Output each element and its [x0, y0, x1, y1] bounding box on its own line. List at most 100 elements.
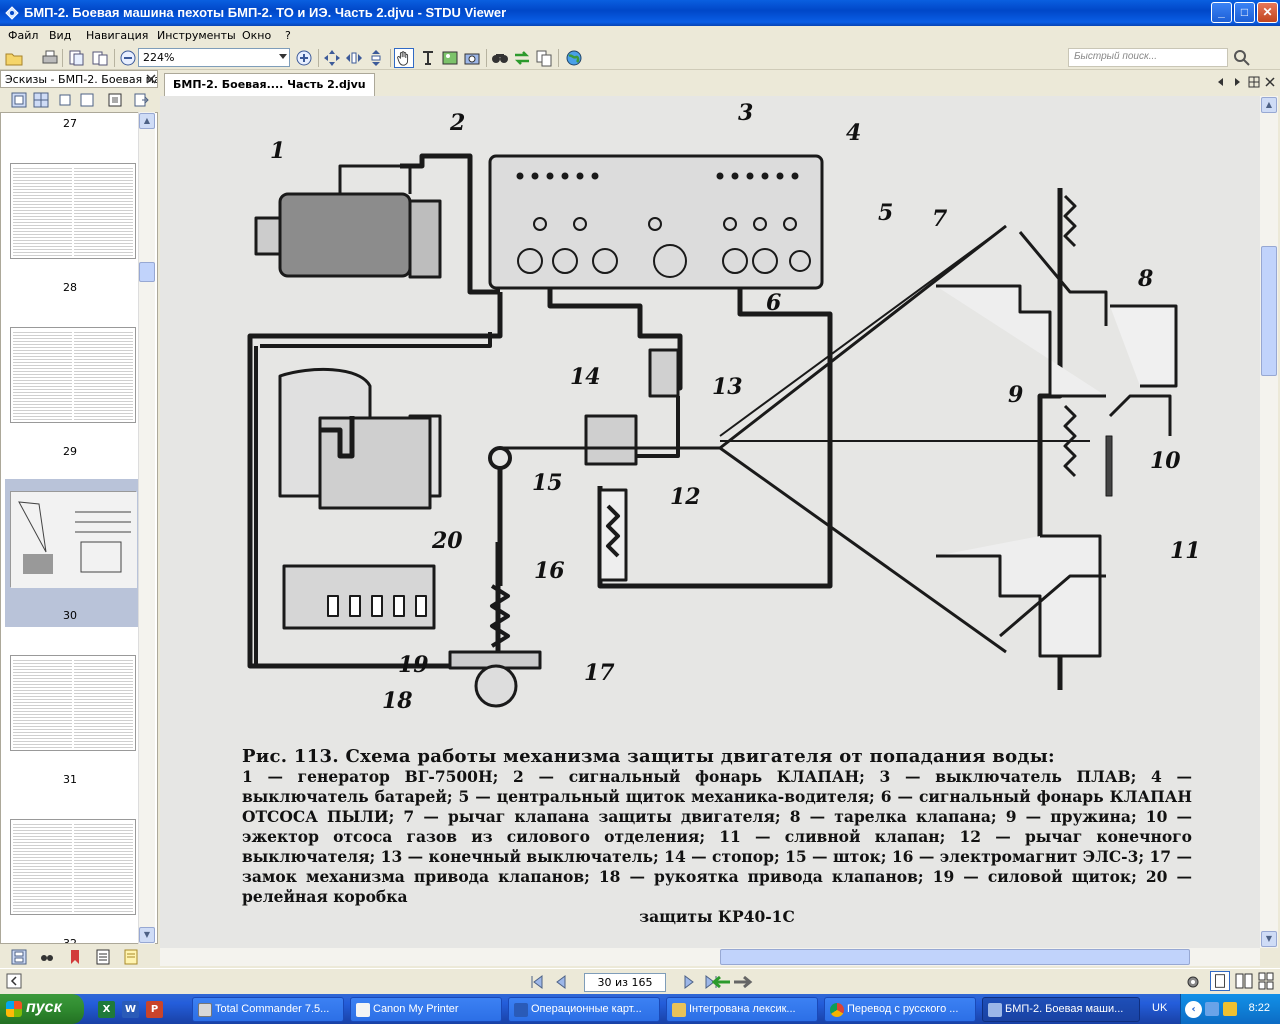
- total-commander-icon: [198, 1003, 212, 1017]
- scroll-thumb[interactable]: [1261, 246, 1277, 376]
- zoom-out-icon[interactable]: [118, 48, 138, 68]
- snapshot-icon[interactable]: [462, 48, 482, 68]
- fit-page-icon[interactable]: [322, 48, 342, 68]
- printer-icon: [356, 1003, 370, 1017]
- menu-tools[interactable]: Инструменты: [157, 29, 236, 42]
- settings-gear-icon[interactable]: [1184, 973, 1202, 991]
- back-icon[interactable]: [710, 973, 732, 991]
- task-lexicon-app[interactable]: Інтегрована лексик...: [666, 997, 818, 1022]
- tab-list-icon[interactable]: [1248, 76, 1260, 88]
- thumb-page-number: 32: [63, 937, 77, 944]
- tab-close-icon[interactable]: [1264, 76, 1276, 88]
- document-hscrollbar[interactable]: [160, 948, 1260, 966]
- minimize-button[interactable]: _: [1211, 2, 1232, 23]
- open-folder-icon[interactable]: [4, 48, 24, 68]
- scroll-down-icon[interactable]: ▼: [139, 927, 155, 943]
- thumbnail-scrollbar[interactable]: ▲ ▼: [138, 112, 155, 944]
- prev-page-icon[interactable]: [552, 973, 570, 991]
- zoom-combobox[interactable]: 224%: [138, 48, 290, 67]
- grid-thumb-icon[interactable]: [32, 91, 50, 109]
- close-button[interactable]: ✕: [1257, 2, 1278, 23]
- quick-search-input[interactable]: Быстрый поиск...: [1068, 48, 1228, 67]
- powerpoint-quicklaunch-icon[interactable]: P: [146, 1001, 163, 1018]
- language-indicator[interactable]: UK: [1152, 1002, 1168, 1014]
- page-layout-icon[interactable]: [66, 48, 86, 68]
- zoom-in-icon[interactable]: [294, 48, 314, 68]
- page-thumbnail[interactable]: [10, 819, 136, 915]
- find-icon[interactable]: [490, 48, 510, 68]
- menu-help[interactable]: ?: [285, 29, 291, 42]
- page-thumbnail[interactable]: [10, 163, 136, 259]
- start-button[interactable]: пуск: [0, 994, 84, 1024]
- figure-label-8: 8: [1137, 266, 1153, 292]
- close-sidebar-icon[interactable]: [145, 73, 157, 85]
- task-stdu-viewer[interactable]: БМП-2. Боевая маши...: [982, 997, 1140, 1022]
- text-select-icon[interactable]: [418, 48, 438, 68]
- copy-page-icon[interactable]: [90, 48, 110, 68]
- tab-prev-icon[interactable]: [1216, 77, 1226, 87]
- toggle-sidebar-icon[interactable]: [6, 973, 22, 989]
- scroll-thumb[interactable]: [139, 262, 155, 282]
- menu-file[interactable]: Файл: [8, 29, 39, 42]
- document-view[interactable]: 1 2 3 4 5 6 7 8 9 10 11 12 13 14 15 16 1…: [160, 96, 1260, 948]
- tab-next-icon[interactable]: [1232, 77, 1242, 87]
- scroll-up-icon[interactable]: ▲: [139, 113, 155, 129]
- word-quicklaunch-icon[interactable]: W: [122, 1001, 139, 1018]
- page-thumbnail[interactable]: [10, 655, 136, 751]
- two-page-view-icon[interactable]: [1234, 971, 1254, 991]
- page-thumbnail[interactable]: [10, 327, 136, 423]
- continuous-view-icon[interactable]: [1256, 971, 1276, 991]
- bookmarks-panel-icon[interactable]: [66, 948, 84, 966]
- tray-arrow-icon[interactable]: ‹: [1185, 1001, 1202, 1018]
- large-page-icon[interactable]: [78, 91, 96, 109]
- menu-window[interactable]: Окно: [242, 29, 272, 42]
- single-page-view-icon[interactable]: [1210, 971, 1230, 991]
- fit-width-icon[interactable]: [344, 48, 364, 68]
- contents-panel-icon[interactable]: [94, 948, 112, 966]
- caption-last-line: защиты КР40-1С: [639, 907, 795, 926]
- search-panel-icon[interactable]: [38, 948, 56, 966]
- notes-panel-icon[interactable]: [122, 948, 140, 966]
- next-page-icon[interactable]: [680, 973, 698, 991]
- task-word-document[interactable]: Операционные карт...: [508, 997, 660, 1022]
- export-thumbs-icon[interactable]: [132, 91, 150, 109]
- page-thumbnail-selected[interactable]: [10, 491, 137, 588]
- small-page-icon[interactable]: [56, 91, 74, 109]
- thumbnails-tab[interactable]: Эскизы - БМП-2. Боевая маши: [0, 70, 158, 88]
- sync-page-icon[interactable]: [106, 91, 124, 109]
- page-number-input[interactable]: 30 из 165: [584, 973, 666, 992]
- stdu-viewer-icon: [988, 1003, 1002, 1017]
- task-chrome-translate[interactable]: Перевод с русского ...: [824, 997, 976, 1022]
- scroll-down-icon[interactable]: ▼: [1261, 931, 1277, 947]
- first-page-icon[interactable]: [528, 973, 546, 991]
- hand-tool-icon[interactable]: [394, 48, 414, 68]
- sidebar-panel-switcher: [0, 944, 158, 972]
- scroll-thumb[interactable]: [720, 949, 1190, 965]
- chevron-down-icon[interactable]: [279, 54, 287, 59]
- menu-view[interactable]: Вид: [49, 29, 72, 42]
- single-thumb-icon[interactable]: [10, 91, 28, 109]
- excel-quicklaunch-icon[interactable]: X: [98, 1001, 115, 1018]
- copy-icon[interactable]: [534, 48, 554, 68]
- task-total-commander[interactable]: Total Commander 7.5...: [192, 997, 344, 1022]
- network-icon[interactable]: [1205, 1002, 1219, 1016]
- scroll-up-icon[interactable]: ▲: [1261, 97, 1277, 113]
- print-icon[interactable]: [40, 48, 60, 68]
- forward-icon[interactable]: [732, 973, 754, 991]
- document-tab[interactable]: БМП-2. Боевая.... Часть 2.djvu: [164, 73, 375, 96]
- search-icon[interactable]: [1232, 48, 1252, 68]
- find-next-icon[interactable]: [512, 48, 532, 68]
- menu-navigation[interactable]: Навигация: [86, 29, 149, 42]
- maximize-button[interactable]: □: [1234, 2, 1255, 23]
- image-select-icon[interactable]: [440, 48, 460, 68]
- thumbnail-panel[interactable]: 27 28 29 30 31 32: [0, 112, 158, 944]
- web-globe-icon[interactable]: [564, 48, 584, 68]
- clock[interactable]: 8:22: [1248, 1002, 1270, 1014]
- document-vscrollbar[interactable]: ▲ ▼: [1260, 96, 1278, 948]
- thumbnails-panel-icon[interactable]: [10, 948, 28, 966]
- figure-label-20: 20: [431, 528, 463, 554]
- document-tab-strip: БМП-2. Боевая.... Часть 2.djvu: [160, 70, 1280, 96]
- task-canon-printer[interactable]: Canon My Printer: [350, 997, 502, 1022]
- fit-height-icon[interactable]: [366, 48, 386, 68]
- security-shield-icon[interactable]: [1223, 1002, 1237, 1016]
